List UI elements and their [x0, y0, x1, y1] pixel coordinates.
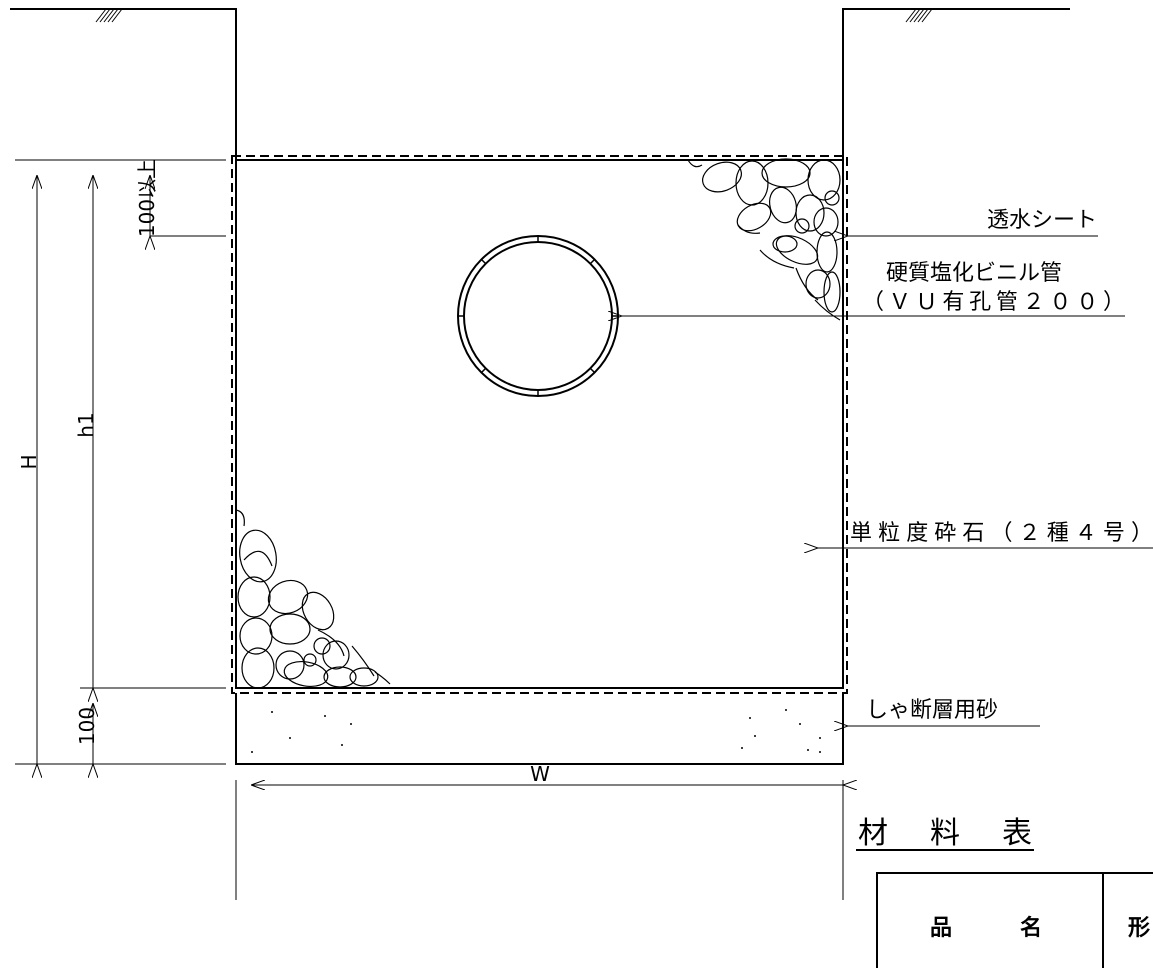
leader-lines	[622, 236, 1153, 726]
dim-label-H: H	[17, 454, 41, 469]
ground-hatch-left	[95, 8, 123, 23]
gravel-stones-top-right	[687, 158, 841, 321]
dimension-lines	[15, 159, 843, 900]
material-table-title: 材 料 表	[858, 816, 1034, 851]
dim-label-W: W	[530, 762, 550, 786]
sand-dots	[251, 709, 821, 753]
permeable-sheet-dashed	[231, 155, 848, 694]
label-pipe-name: 硬質塩化ビニル管	[886, 261, 1062, 286]
gravel-stones-bottom-left	[235, 509, 391, 689]
ground-hatch-right	[905, 8, 933, 23]
label-permeable-sheet: 透水シート	[987, 208, 1097, 233]
dim-label-h1: h1	[74, 412, 98, 437]
material-table-header-name-2: 名	[1020, 915, 1042, 941]
label-pipe-spec: （ＶＵ有孔管２００）	[862, 290, 1125, 315]
excavation-outline	[10, 8, 1070, 160]
gravel-box	[235, 159, 844, 689]
material-table-header-name-1: 品	[930, 916, 952, 941]
sand-layer-outline	[235, 693, 844, 765]
label-sand: しゃ断層用砂	[866, 698, 998, 723]
material-table-header-shape: 形	[1128, 916, 1150, 941]
label-gravel: 単粒度砕石（２種４号）	[850, 521, 1153, 546]
dim-label-top-cover: 100以上	[135, 159, 159, 237]
material-table-grid	[876, 872, 1153, 968]
vu-perforated-pipe	[457, 235, 619, 397]
dim-label-bottom-layer: 100	[75, 707, 99, 745]
